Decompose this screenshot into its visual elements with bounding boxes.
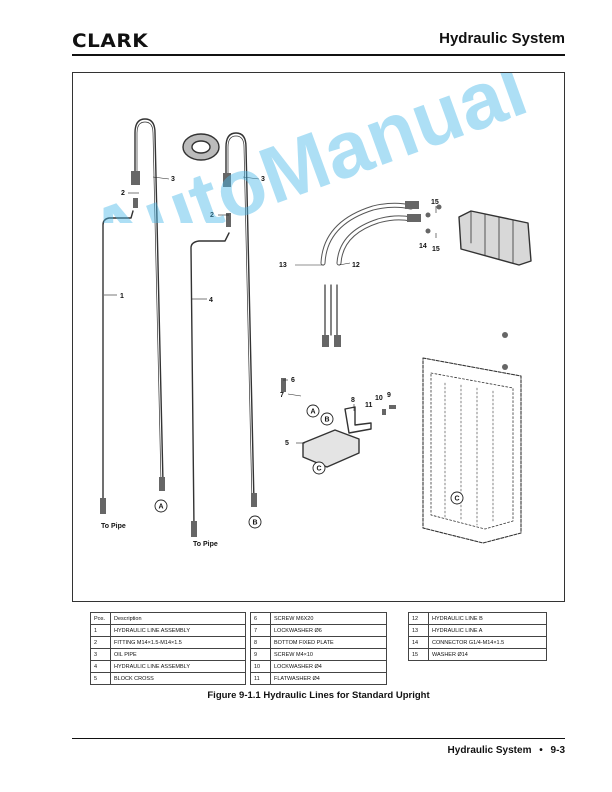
- hydraulic-line-12: [336, 215, 414, 266]
- figure-frame: 1 2 3 2 3 4 13 12 15 14 15 6 7 8 11 10 9…: [72, 72, 565, 602]
- circle-b-block: B: [325, 417, 330, 424]
- block-cross: [302, 429, 360, 468]
- circle-c-block: C: [317, 466, 322, 473]
- callout-2-right: 2: [210, 212, 214, 219]
- callout-13: 13: [279, 262, 287, 269]
- circle-b-right: B: [253, 520, 258, 527]
- page-number: 9-3: [550, 745, 565, 756]
- circle-a-left: A: [159, 504, 164, 511]
- callout-6: 6: [291, 377, 295, 384]
- circle-a-block: A: [311, 409, 316, 416]
- footer-section: Hydraulic System: [447, 745, 532, 756]
- callout-3-left: 3: [171, 176, 175, 183]
- header-pos: Pos.: [90, 612, 111, 625]
- bottom-fixed-plate: [344, 406, 372, 434]
- circle-c-frame: C: [455, 496, 460, 503]
- screw-6: [281, 378, 286, 392]
- callout-8: 8: [351, 397, 355, 404]
- footer-rule: [72, 738, 565, 739]
- callout-3-right: 3: [261, 176, 265, 183]
- figure-caption: Figure 9-1.1 Hydraulic Lines for Standar…: [207, 690, 430, 701]
- callout-5: 5: [285, 440, 289, 447]
- fitting-2-left: [131, 171, 140, 185]
- callout-2-left: 2: [121, 190, 125, 197]
- clark-logo: CLARK: [72, 30, 149, 52]
- callout-15-bottom: 15: [432, 246, 440, 253]
- upright-frame: [422, 357, 522, 544]
- hydraulic-line-4: [190, 232, 230, 529]
- footer-bullet: •: [539, 745, 543, 756]
- callout-10: 10: [375, 395, 383, 402]
- fitting-2-right: [223, 173, 231, 187]
- hydraulic-line-1: [102, 210, 134, 504]
- section-title: Hydraulic System: [439, 30, 565, 47]
- oil-pipe-right: [225, 132, 255, 504]
- callout-4: 4: [209, 297, 213, 304]
- header-rule: [72, 54, 565, 56]
- callout-12: 12: [352, 262, 360, 269]
- header-desc: Description: [110, 612, 246, 625]
- to-pipe-label-left: To Pipe: [101, 523, 126, 530]
- table-header-row: Pos. Description: [90, 612, 246, 625]
- callout-15-top: 15: [431, 199, 439, 206]
- page-footer: Hydraulic System • 9-3: [448, 745, 565, 756]
- callout-14: 14: [419, 243, 427, 250]
- callout-1: 1: [120, 293, 124, 300]
- callout-9: 9: [387, 392, 391, 399]
- oil-pipe-left: [134, 118, 164, 484]
- callout-7: 7: [280, 392, 284, 399]
- hydraulic-lines-diagram: 1 2 3 2 3 4 13 12 15 14 15 6 7 8 11 10 9…: [100, 118, 532, 548]
- to-pipe-label-right: To Pipe: [193, 541, 218, 548]
- watermark: AutoManual: [77, 73, 533, 223]
- callout-11: 11: [365, 402, 373, 409]
- watermark-text: AutoManual: [77, 73, 533, 223]
